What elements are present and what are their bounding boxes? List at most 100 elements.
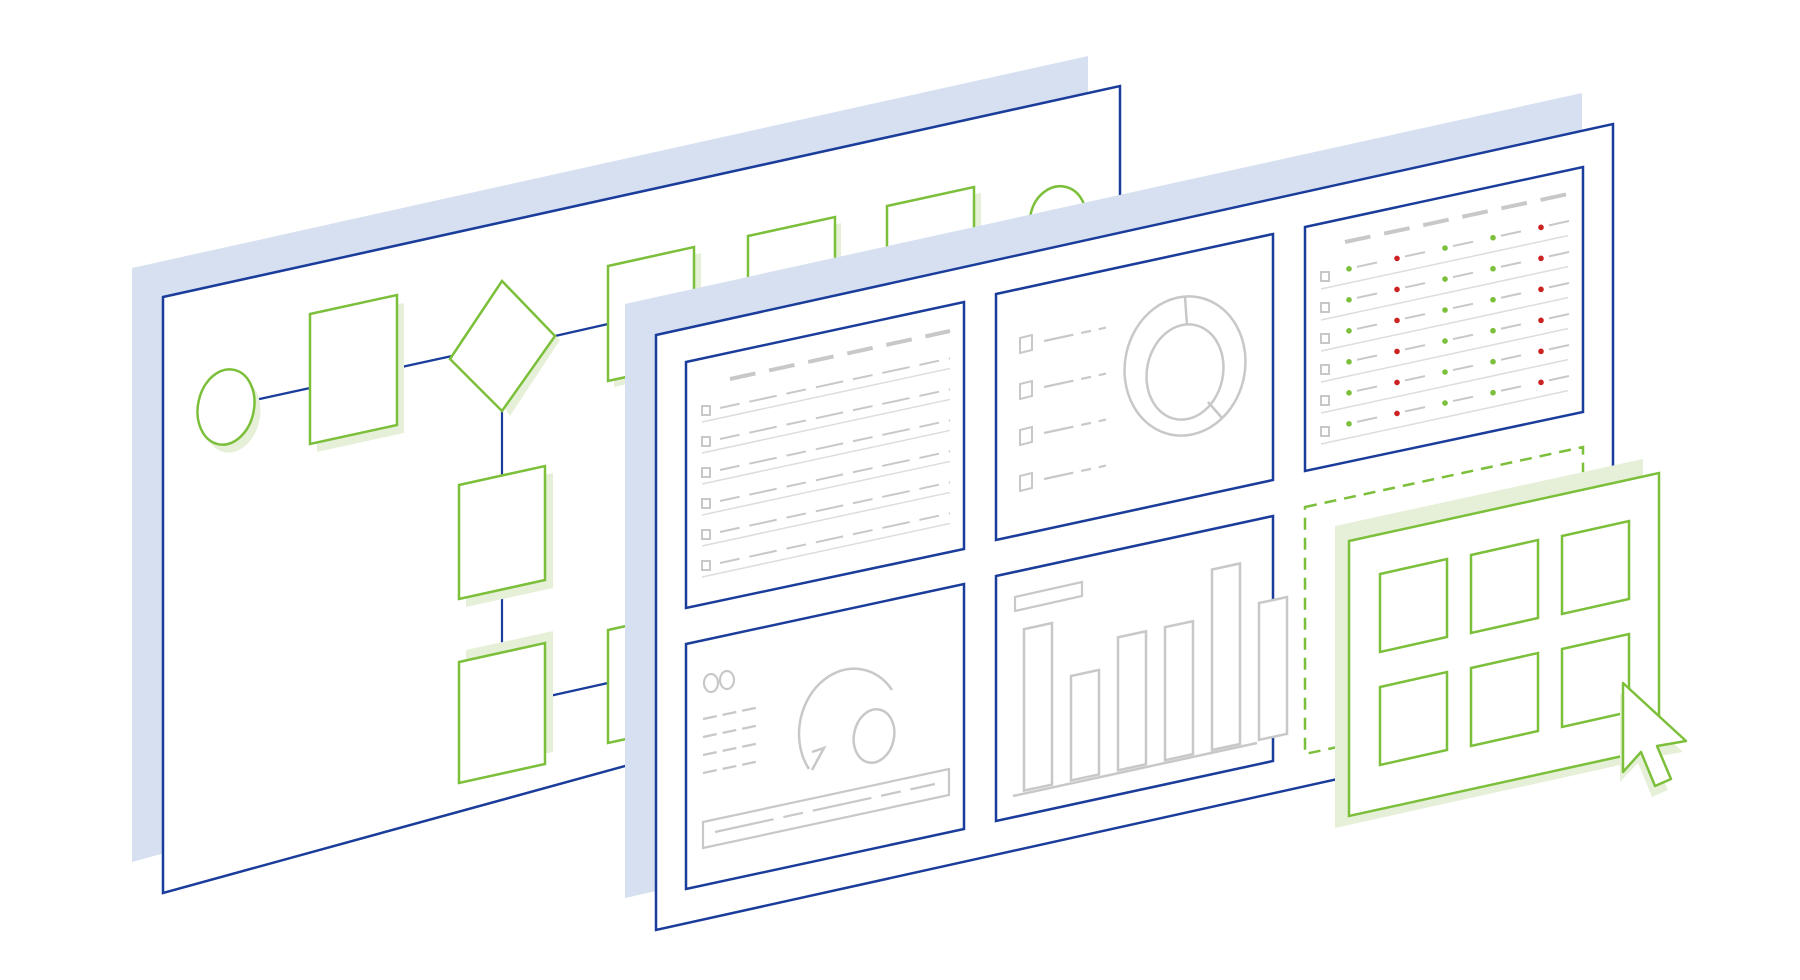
gauge-info-lines: [702, 705, 761, 775]
status-dot: [1394, 410, 1400, 417]
bar: [1163, 619, 1195, 762]
status-dot: [1442, 307, 1448, 313]
status-dot: [1442, 245, 1448, 251]
status-dot: [1538, 286, 1544, 293]
cell-text: [1356, 416, 1378, 423]
cell-text: [1452, 302, 1474, 310]
gauge-icon: [797, 667, 896, 771]
checkbox-icon: [701, 498, 711, 509]
widget-frame: [684, 300, 966, 610]
cell-text: [1548, 344, 1570, 351]
checkbox-icon: [1320, 333, 1330, 344]
bar: [1022, 621, 1054, 793]
legend-label: [1043, 326, 1107, 343]
status-dot: [1538, 317, 1544, 324]
cell-text: [1356, 354, 1378, 361]
cell-text: [1452, 364, 1474, 372]
cell-text: [1404, 406, 1426, 413]
status-dot: [1346, 266, 1352, 272]
status-dot: [1442, 400, 1448, 406]
legend-label: [1043, 464, 1107, 481]
cell-text: [1500, 385, 1522, 392]
flowchart-process-1: [308, 293, 399, 446]
status-dot: [1394, 286, 1400, 293]
legend-label: [1043, 418, 1107, 435]
grid-tile[interactable]: [1560, 632, 1631, 729]
cell-text: [1356, 261, 1378, 268]
row-divider: [701, 367, 951, 423]
status-dot: [1538, 255, 1544, 262]
flowchart-start-icon: [196, 368, 256, 446]
grid-tile[interactable]: [1469, 651, 1540, 748]
checklist-rows: [701, 357, 951, 578]
tile-grid: [1378, 519, 1631, 767]
row-text: [719, 388, 951, 440]
row-text: [719, 450, 951, 502]
widget-frame: [1303, 165, 1585, 473]
checkbox-icon: [701, 529, 711, 540]
checkbox-icon: [1320, 302, 1330, 313]
checkbox-icon: [1320, 271, 1330, 282]
status-dot: [1490, 296, 1496, 303]
cell-text: [1548, 313, 1570, 320]
grid-tile[interactable]: [1378, 670, 1449, 767]
legend-swatch: [1019, 425, 1033, 447]
cell-text: [1452, 271, 1474, 279]
row-text: [719, 512, 951, 564]
cell-text: [1356, 323, 1378, 330]
cell-text: [1356, 292, 1378, 299]
status-dot: [1490, 389, 1496, 396]
cell-text: [1500, 323, 1522, 330]
widget-donut: [994, 232, 1275, 542]
checkbox-icon: [701, 405, 711, 416]
legend-swatch: [1019, 471, 1033, 493]
cell-text: [1404, 282, 1426, 289]
widget-frame: [684, 582, 966, 891]
flowchart-process-2: [457, 464, 547, 601]
widget-gauge: [684, 582, 966, 891]
row-divider: [1320, 265, 1569, 321]
row-divider: [701, 522, 951, 578]
cell-text: [1404, 375, 1426, 382]
donut-legend: [1019, 326, 1107, 493]
bar: [1116, 629, 1148, 772]
cell-text: [1404, 344, 1426, 351]
cell-text: [1500, 354, 1522, 361]
row-divider: [701, 398, 951, 454]
widget-frame: [994, 232, 1275, 542]
checkbox-icon: [1320, 395, 1330, 406]
mouse-pointer-icon: [1620, 681, 1688, 797]
tile-grid-card[interactable]: [1335, 459, 1661, 828]
status-dot: [1538, 224, 1544, 231]
grid-tile[interactable]: [1378, 557, 1449, 654]
chart-title-bar: [1013, 580, 1084, 613]
row-divider: [701, 429, 951, 485]
checkbox-icon: [1320, 364, 1330, 375]
checkbox-icon: [701, 467, 711, 478]
widget-checklist: [684, 300, 966, 610]
cell-text: [1404, 313, 1426, 320]
flowchart-decision-icon: [448, 279, 557, 413]
status-dot: [1490, 358, 1496, 365]
row-divider: [1320, 296, 1569, 352]
status-dot: [1394, 317, 1400, 324]
gauge-input-bar: [701, 767, 951, 850]
status-dot: [1442, 369, 1448, 375]
grid-tile[interactable]: [1469, 538, 1540, 635]
status-dot: [1442, 338, 1448, 344]
cell-text: [1452, 240, 1474, 248]
cell-text: [1548, 282, 1570, 289]
donut-chart-icon: [1123, 295, 1247, 437]
grid-tile[interactable]: [1560, 519, 1631, 616]
row-divider: [701, 460, 951, 516]
status-dot: [1346, 297, 1352, 303]
cell-text: [1452, 395, 1474, 403]
status-dot: [1346, 390, 1352, 396]
checkbox-icon: [701, 436, 711, 447]
bar: [1210, 561, 1242, 752]
row-text: [719, 481, 951, 533]
status-dot: [1346, 359, 1352, 365]
bar: [1257, 595, 1289, 742]
status-dot: [1442, 276, 1448, 282]
